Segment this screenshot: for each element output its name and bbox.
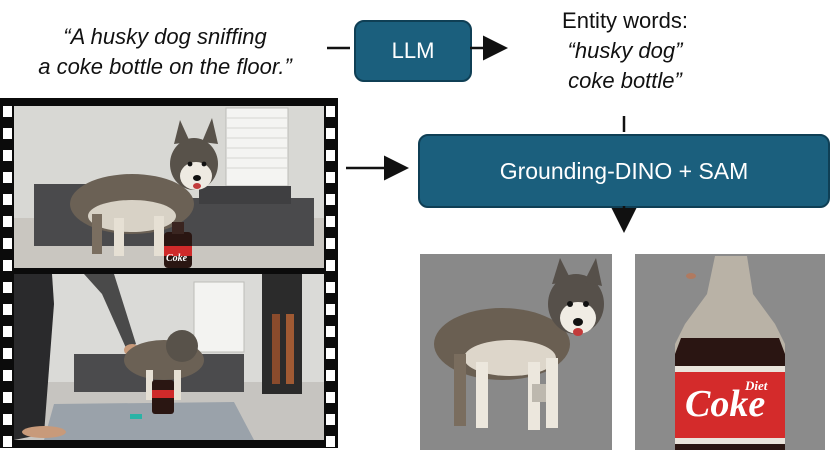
film-sprocket-hole bbox=[326, 150, 335, 161]
film-sprocket-hole bbox=[3, 106, 12, 117]
entity-words: Entity words: “husky dog” coke bottle” bbox=[520, 6, 730, 96]
video-film-strip: Coke bbox=[0, 98, 338, 448]
film-sprocket-hole bbox=[326, 128, 335, 139]
film-sprocket-hole bbox=[3, 194, 12, 205]
film-sprocket-hole bbox=[326, 392, 335, 403]
frame-1-bottle-label: Coke bbox=[166, 253, 188, 264]
film-sprocket-hole bbox=[3, 326, 12, 337]
film-sprocket-hole bbox=[326, 106, 335, 117]
entity-title: Entity words: bbox=[562, 8, 688, 33]
film-sprocket-hole bbox=[3, 392, 12, 403]
video-frame-2 bbox=[14, 274, 324, 440]
entity-word-husky-dog: “husky dog” bbox=[567, 38, 683, 63]
film-sprocket-hole bbox=[326, 348, 335, 359]
film-sprocket-hole bbox=[3, 216, 12, 227]
film-sprocket-hole bbox=[326, 414, 335, 425]
film-sprocket-hole bbox=[3, 260, 12, 271]
film-sprocket-hole bbox=[3, 414, 12, 425]
film-sprocket-hole bbox=[3, 370, 12, 381]
llm-box: LLM bbox=[354, 20, 472, 82]
film-sprocket-hole bbox=[3, 128, 12, 139]
film-sprocket-hole bbox=[326, 260, 335, 271]
frame-1-scene bbox=[14, 106, 324, 268]
film-sprocket-hole bbox=[3, 150, 12, 161]
film-sprocket-hole bbox=[3, 282, 12, 293]
film-sprocket-hole bbox=[3, 436, 12, 447]
film-sprocket-hole bbox=[326, 436, 335, 447]
film-sprocket-hole bbox=[326, 304, 335, 315]
film-sprocket-hole bbox=[326, 370, 335, 381]
frame-2-scene bbox=[14, 274, 324, 440]
video-frame-1: Coke bbox=[14, 106, 324, 268]
film-sprocket-hole bbox=[3, 348, 12, 359]
film-sprocket-hole bbox=[326, 238, 335, 249]
film-sprocket-hole bbox=[326, 326, 335, 337]
film-sprocket-hole bbox=[3, 304, 12, 315]
prompt-quote-line-2: a coke bottle on the floor.” bbox=[38, 54, 292, 79]
llm-label: LLM bbox=[391, 38, 435, 63]
bottle-label-small: Diet bbox=[745, 378, 768, 393]
film-sprocket-hole bbox=[3, 238, 12, 249]
entity-word-coke-bottle: coke bottle” bbox=[568, 68, 682, 93]
output-mask-coke-bottle: Diet Coke bbox=[635, 254, 825, 450]
film-sprocket-hole bbox=[3, 172, 12, 183]
coke-bottle-segment bbox=[635, 254, 825, 450]
bottle-label-text: Coke bbox=[685, 383, 766, 425]
grounding-dino-sam-label: Grounding-DINO + SAM bbox=[499, 157, 749, 184]
output-mask-husky-dog bbox=[420, 254, 612, 450]
film-sprocket-hole bbox=[326, 216, 335, 227]
film-sprocket-hole bbox=[326, 282, 335, 293]
prompt-quote: “A husky dog sniffing a coke bottle on t… bbox=[10, 22, 320, 82]
prompt-quote-line-1: “A husky dog sniffing bbox=[63, 24, 267, 49]
film-sprocket-hole bbox=[326, 172, 335, 183]
film-sprocket-hole bbox=[326, 194, 335, 205]
husky-dog-segment bbox=[420, 254, 612, 450]
